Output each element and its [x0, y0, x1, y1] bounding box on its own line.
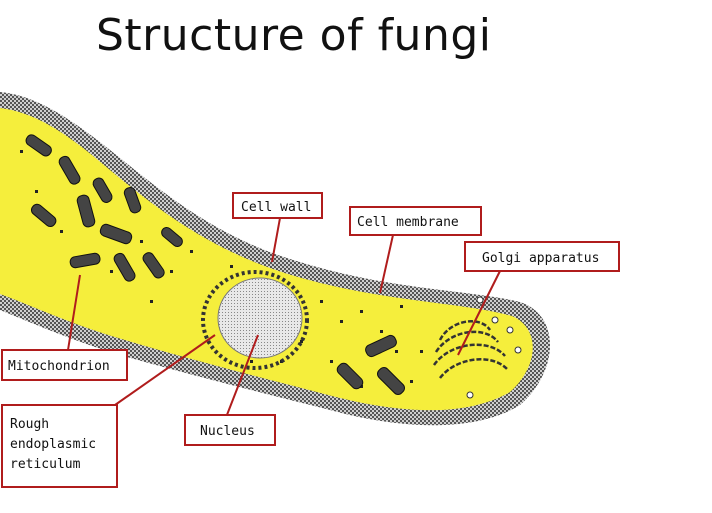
cytoplasm: [0, 108, 533, 411]
label-rough-er-line1: Rough: [10, 417, 49, 432]
label-rough-er-line2: endoplasmic: [10, 437, 96, 452]
mitochondria: [25, 134, 405, 395]
label-rough-er: Rough endoplasmic reticulum: [1, 404, 118, 488]
leader-lines: [67, 217, 501, 421]
label-golgi-text: Golgi apparatus: [482, 251, 599, 266]
label-mitochondrion: Mitochondrion: [1, 349, 128, 381]
label-rough-er-line3: reticulum: [10, 457, 81, 472]
label-cell-wall-text: Cell wall: [241, 200, 311, 215]
nucleus: [217, 277, 303, 359]
label-cell-wall: Cell wall: [232, 192, 323, 219]
label-cell-membrane: Cell membrane: [349, 206, 482, 236]
label-mitochondrion-text: Mitochondrion: [8, 359, 110, 374]
golgi-vesicles: [466, 296, 522, 399]
label-cell-membrane-text: Cell membrane: [357, 215, 459, 230]
label-nucleus-text: Nucleus: [200, 424, 255, 439]
page-title: Structure of fungi: [96, 10, 492, 61]
label-nucleus: Nucleus: [184, 414, 276, 446]
golgi-apparatus: [432, 320, 509, 379]
label-golgi: Golgi apparatus: [464, 241, 620, 272]
rough-er: [201, 270, 309, 370]
